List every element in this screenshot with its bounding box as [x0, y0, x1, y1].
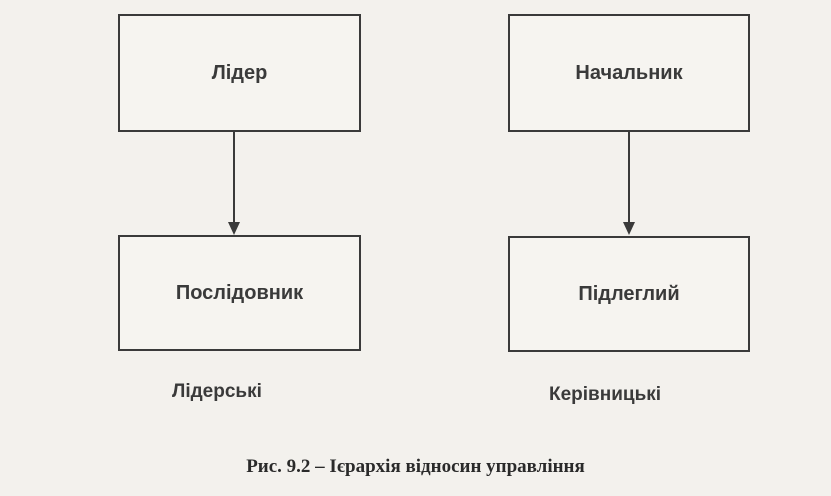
leader-label: Лідер	[211, 61, 268, 84]
follower-label: Послідовник	[175, 281, 304, 304]
management-caption: Керівницькі	[549, 384, 662, 405]
subordinate-box: Підлеглий	[508, 236, 750, 352]
chief-box: Начальник	[508, 14, 750, 132]
figure-caption: Рис. 9.2 – Ієрархія відносин управління	[246, 456, 585, 477]
leader-box: Лідер	[118, 14, 361, 132]
chief-label: Начальник	[575, 61, 683, 84]
chief-to-subordinate-arrow	[623, 132, 635, 235]
follower-box: Послідовник	[118, 235, 361, 351]
leader-to-follower-arrow	[228, 132, 240, 235]
leadership-caption: Лідерські	[172, 381, 262, 402]
subordinate-label: Підлеглий	[578, 282, 680, 305]
